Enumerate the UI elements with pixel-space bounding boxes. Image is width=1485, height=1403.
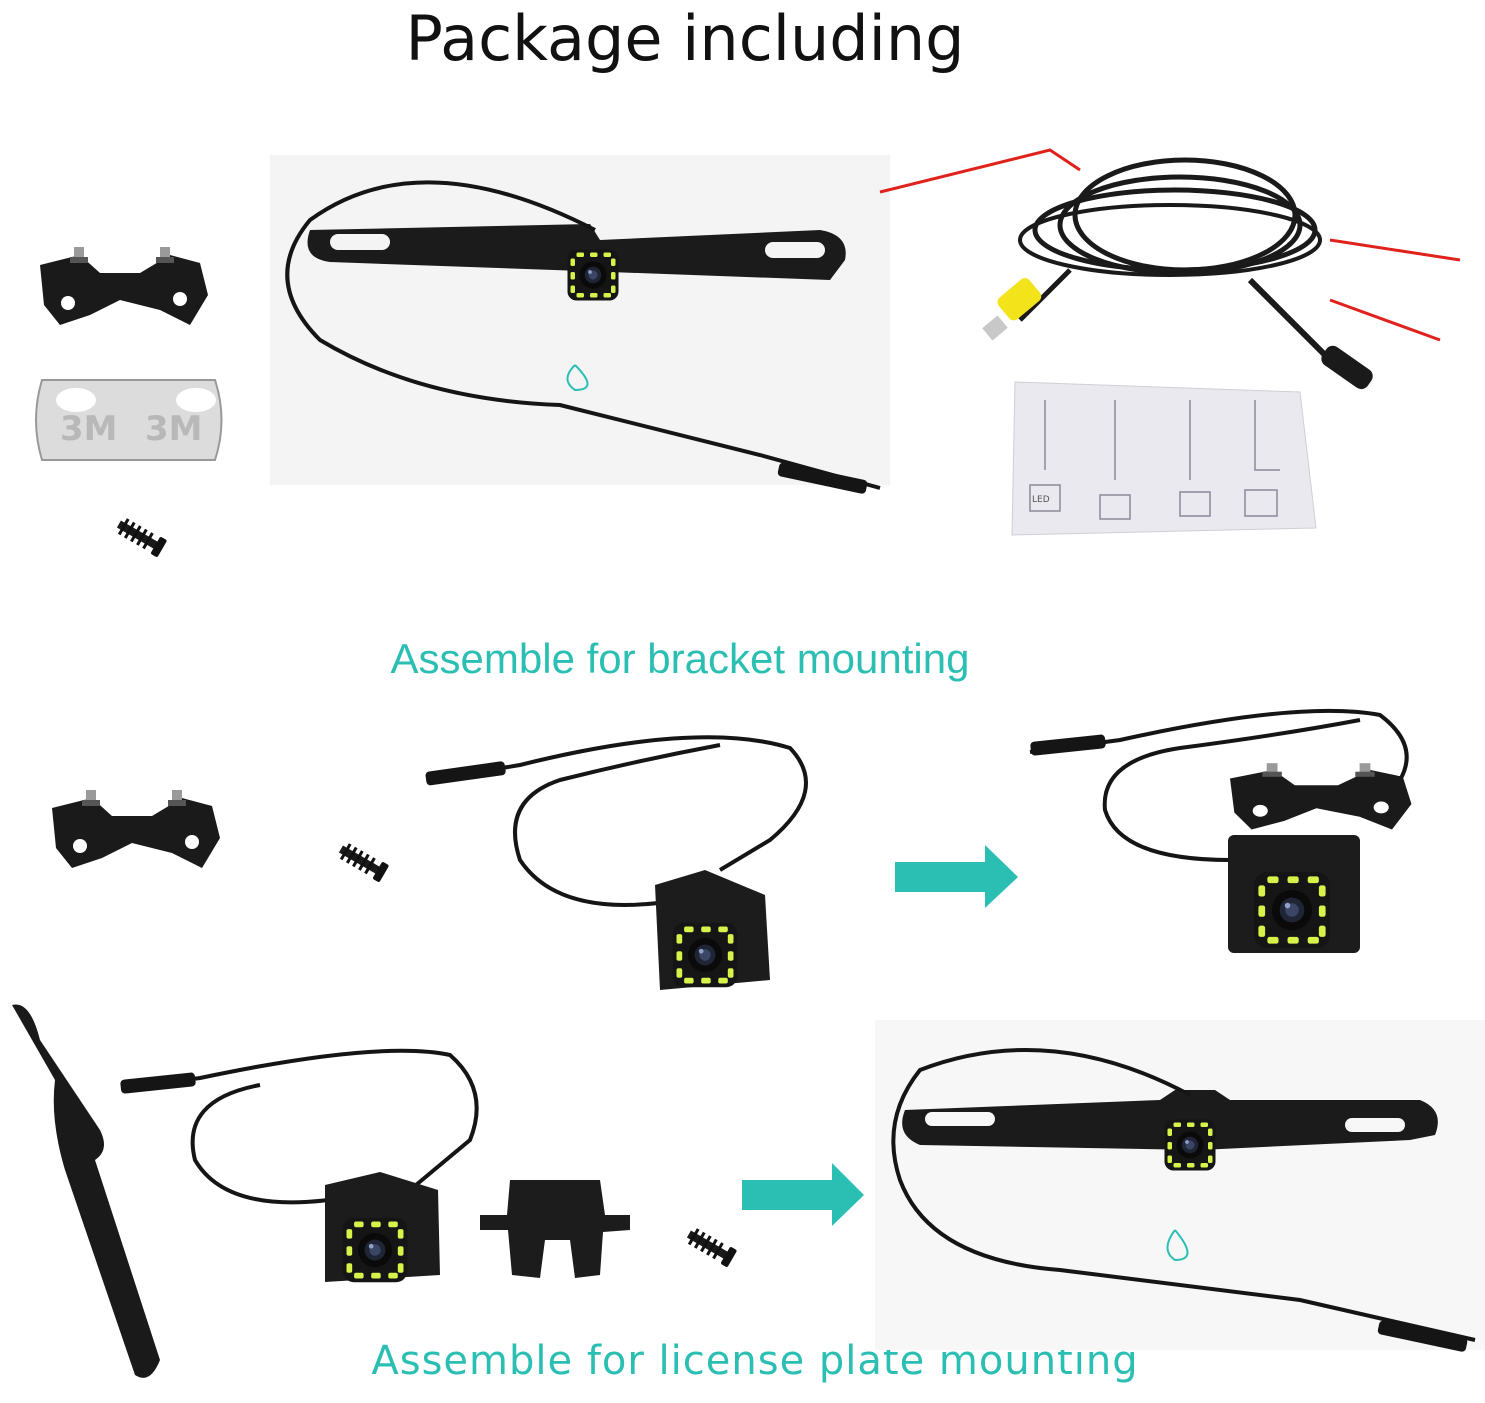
page-title: Package including — [405, 2, 965, 75]
cable-icon — [879, 148, 1461, 390]
svg-text:3M: 3M — [145, 409, 203, 449]
license-plate-frame-icon — [12, 1004, 160, 1378]
screw-icon — [683, 1225, 738, 1268]
bracket-item — [52, 790, 220, 868]
license-plate-camera-item — [270, 155, 890, 494]
camera-mount-piece — [480, 1180, 630, 1278]
bracket-camera-assembled — [1029, 708, 1412, 953]
manual-led-label: LED — [1032, 495, 1050, 505]
arrow-right-icon — [895, 845, 1018, 908]
plate-camera-assembled — [875, 1020, 1485, 1352]
adhesive-pad-label: 3M — [60, 409, 118, 449]
camera-icon — [425, 735, 808, 990]
arrow-right-icon — [742, 1163, 864, 1226]
small-bracket-item — [40, 247, 208, 325]
screw-icon — [113, 515, 168, 558]
adhesive-pad-item: 3M 3M — [35, 379, 223, 461]
screw-icon — [335, 840, 390, 883]
bracket-mounting-heading: Assemble for bracket mounting — [390, 635, 970, 682]
manual-icon: LED — [1011, 381, 1317, 536]
camera-icon — [120, 1048, 479, 1283]
